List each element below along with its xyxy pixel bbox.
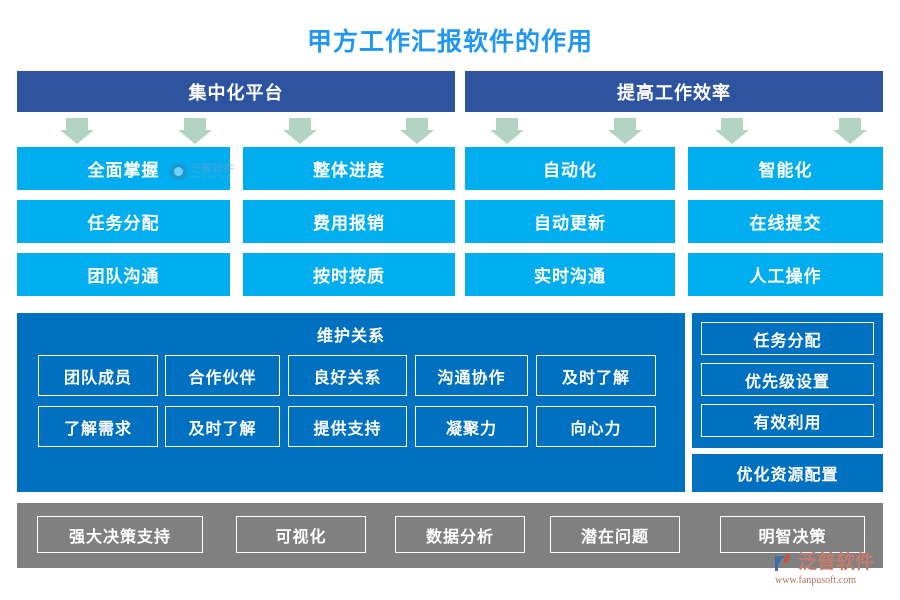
brand-logo: 泛普软件 www.fanpusoft.com (774, 552, 886, 592)
feature-full-control[interactable]: 全面掌握 (17, 147, 230, 190)
decision-support-bar: 强大决策支持可视化数据分析潜在问题 明智决策 (17, 503, 883, 568)
feature-online-submit[interactable]: 在线提交 (688, 200, 883, 243)
maintain-timely-understanding-2[interactable]: 及时了解 (165, 406, 280, 447)
feature-automation[interactable]: 自动化 (465, 147, 675, 190)
arrow-down-4-icon (400, 118, 434, 144)
maintain-provide-support[interactable]: 提供支持 (288, 406, 407, 447)
feature-expense-reimbursement[interactable]: 费用报销 (243, 200, 455, 243)
maintain-collaboration[interactable]: 沟通协作 (415, 355, 528, 396)
arrow-down-2-icon (178, 118, 212, 144)
arrow-down-3-icon (283, 118, 317, 144)
feature-intelligence[interactable]: 智能化 (688, 147, 883, 190)
task-effective-use[interactable]: 有效利用 (701, 404, 874, 437)
feature-realtime-communication[interactable]: 实时沟通 (465, 253, 675, 296)
brand-mark-icon (774, 552, 795, 573)
feature-auto-update[interactable]: 自动更新 (465, 200, 675, 243)
maintain-relations-panel: 维护关系 团队成员合作伙伴良好关系沟通协作及时了解了解需求及时了解提供支持凝聚力… (17, 313, 685, 492)
resource-optimization-panel: 优化资源配置 (692, 454, 883, 492)
maintain-cohesion[interactable]: 凝聚力 (415, 406, 528, 447)
task-allocation-panel: 任务分配优先级设置有效利用 (692, 313, 883, 448)
feature-overall-progress[interactable]: 整体进度 (243, 147, 455, 190)
maintain-good-relation[interactable]: 良好关系 (288, 355, 407, 396)
group-header-centralized-platform: 集中化平台 (17, 71, 455, 112)
maintain-timely-understanding[interactable]: 及时了解 (536, 355, 656, 396)
feature-task-allocation[interactable]: 任务分配 (17, 200, 230, 243)
brand-url: www.fanpusoft.com (775, 575, 857, 586)
feature-on-time-quality[interactable]: 按时按质 (243, 253, 455, 296)
maintain-partner[interactable]: 合作伙伴 (165, 355, 280, 396)
maintain-panel-title: 维护关系 (316, 328, 385, 345)
decision-visualization[interactable]: 可视化 (236, 516, 366, 553)
brand-name: 泛普软件 (798, 552, 875, 573)
arrow-down-5-icon (490, 118, 524, 144)
maintain-team-member[interactable]: 团队成员 (38, 355, 158, 396)
feature-manual-operation[interactable]: 人工操作 (688, 253, 883, 296)
task-priority-setting[interactable]: 优先级设置 (701, 363, 874, 396)
decision-strong-support[interactable]: 强大决策支持 (37, 516, 203, 553)
feature-team-communication[interactable]: 团队沟通 (17, 253, 230, 296)
decision-wise-decision[interactable]: 明智决策 (720, 516, 865, 553)
arrow-down-1-icon (60, 118, 94, 144)
page-title: 甲方工作汇报软件的作用 (306, 29, 593, 56)
group-header-improve-efficiency: 提高工作效率 (465, 71, 883, 112)
task-allocation[interactable]: 任务分配 (701, 322, 874, 355)
arrow-down-8-icon (833, 118, 867, 144)
arrow-down-7-icon (715, 118, 749, 144)
decision-potential-issues[interactable]: 潜在问题 (550, 516, 680, 553)
decision-data-analysis[interactable]: 数据分析 (395, 516, 525, 553)
maintain-centripetal-force[interactable]: 向心力 (536, 406, 656, 447)
maintain-understand-needs[interactable]: 了解需求 (38, 406, 158, 447)
arrow-down-6-icon (608, 118, 642, 144)
